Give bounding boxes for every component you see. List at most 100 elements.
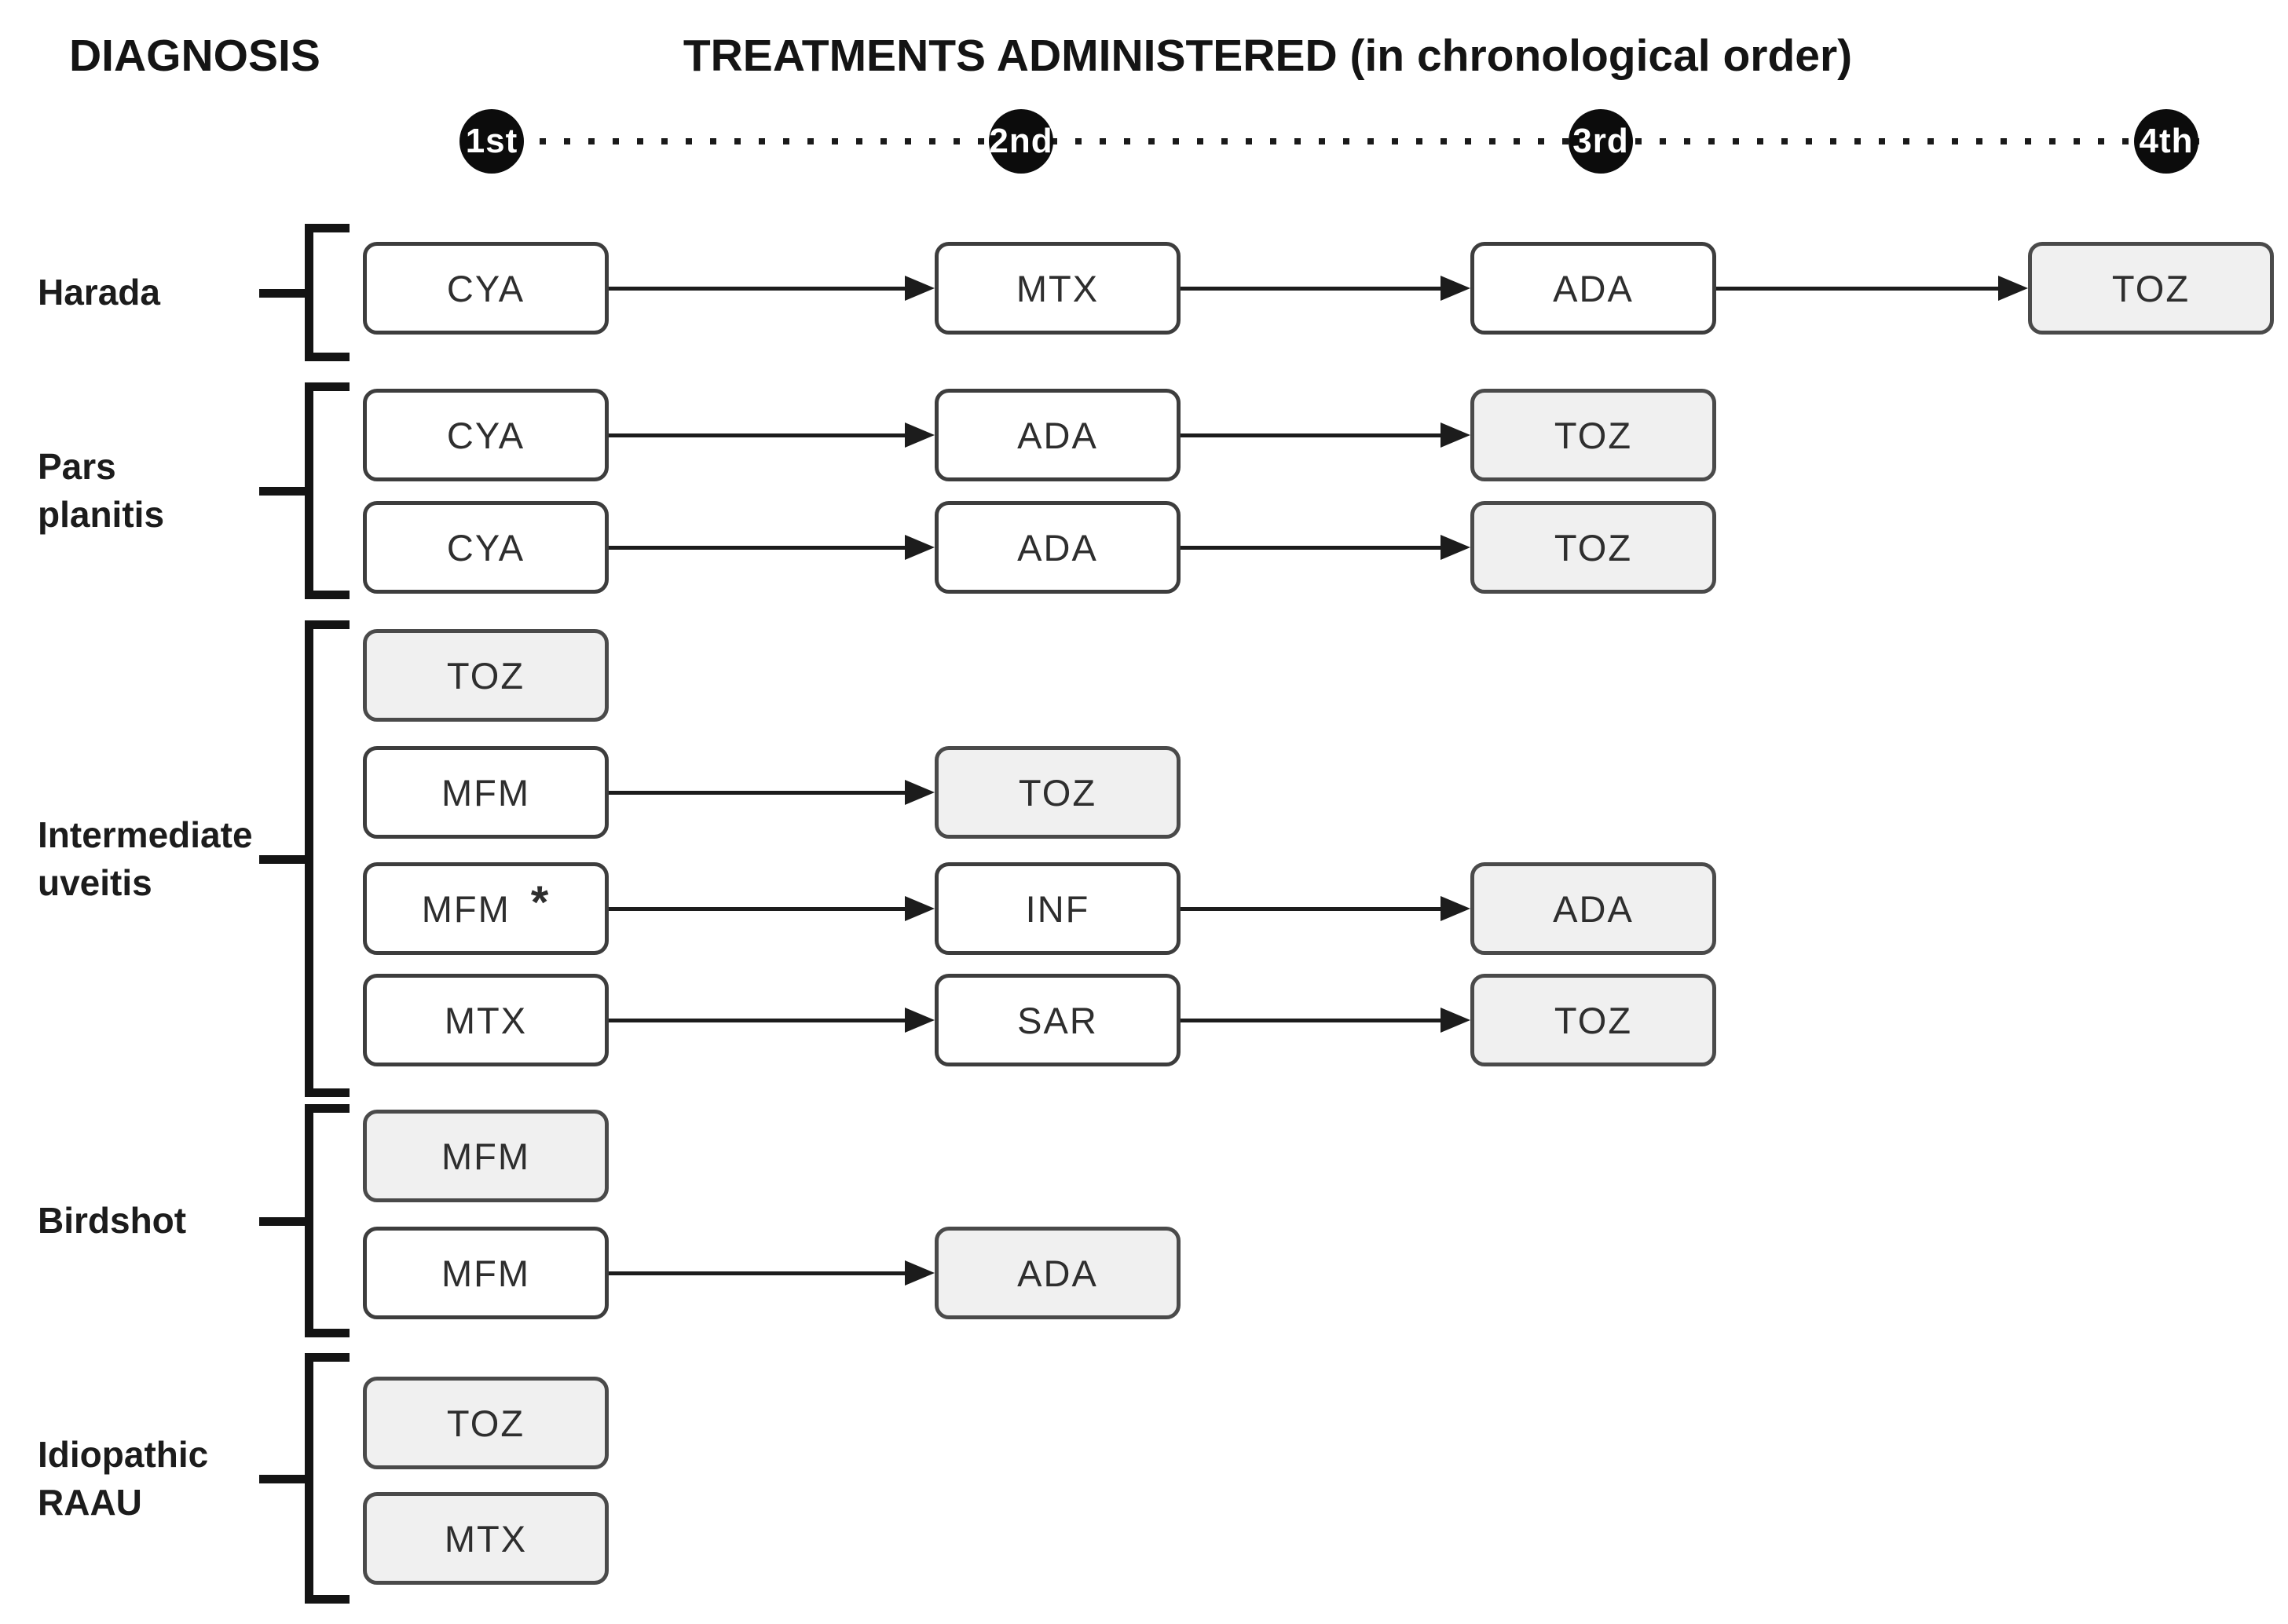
treatment-label: ADA: [1553, 887, 1634, 930]
arrow-head: [905, 1008, 935, 1033]
section-label-line: Intermediate: [38, 814, 253, 855]
arrow-head: [1441, 535, 1470, 560]
arrow-head: [905, 535, 935, 560]
diagnosis-heading: DIAGNOSIS: [69, 31, 320, 81]
treatment-label: MFM: [441, 1252, 530, 1294]
treatment-box-toz: TOZ: [1470, 389, 1716, 481]
treatment-box-sar: SAR: [935, 974, 1181, 1066]
treatment-label: CYA: [446, 526, 525, 569]
milestone-label: 3rd: [1572, 122, 1629, 160]
section-label-line: Harada: [38, 272, 160, 313]
section-bracket: [305, 620, 350, 1097]
treatment-box-mtx: MTX: [363, 974, 609, 1066]
treatment-box-ada: ADA: [1470, 862, 1716, 955]
arrow-line: [609, 1019, 906, 1022]
section-label-dash: [259, 855, 309, 864]
treatment-label: MFM: [441, 771, 530, 814]
treatment-box-toz: TOZ: [363, 629, 609, 722]
section-label-dash: [259, 289, 309, 298]
arrow-line: [609, 1271, 906, 1275]
arrow-line: [609, 791, 906, 795]
milestone-3rd: 3rd: [1569, 109, 1633, 174]
section-bracket: [305, 382, 350, 599]
section-label-birdshot: Birdshot: [38, 1197, 186, 1245]
arrow-head: [905, 896, 935, 921]
arrow-head: [905, 780, 935, 805]
section-label-dash: [259, 1475, 309, 1483]
section-label-dash: [259, 487, 309, 496]
milestone-label: 4th: [2139, 122, 2194, 160]
section-label-intermediate-uveitis: Intermediate uveitis: [38, 811, 253, 907]
asterisk-marker: *: [530, 876, 551, 928]
arrow-head: [1441, 422, 1470, 448]
milestone-1st: 1st: [459, 109, 524, 174]
milestone-4th: 4th: [2134, 109, 2198, 174]
milestone-label: 2nd: [989, 122, 1053, 160]
treatment-box-mfm: MFM *: [363, 862, 609, 955]
treatment-label: MFM: [441, 1135, 530, 1177]
treatment-label: ADA: [1017, 526, 1098, 569]
treatment-label: TOZ: [1554, 999, 1633, 1041]
treatment-label: ADA: [1017, 1252, 1098, 1294]
milestone-2nd: 2nd: [989, 109, 1053, 174]
arrow-line: [1181, 1019, 1442, 1022]
section-label-harada: Harada: [38, 269, 160, 316]
treatment-box-cya: CYA: [363, 389, 609, 481]
arrow-head: [1998, 276, 2028, 301]
section-bracket: [305, 1353, 350, 1604]
treatment-box-cya: CYA: [363, 501, 609, 594]
section-label-line: Pars: [38, 446, 116, 487]
treatment-box-ada: ADA: [935, 501, 1181, 594]
treatment-box-ada: ADA: [935, 1227, 1181, 1319]
treatment-label: TOZ: [446, 1402, 525, 1444]
arrow-line: [1181, 546, 1442, 550]
treatment-box-toz: TOZ: [1470, 974, 1716, 1066]
treatment-box-mfm: MFM: [363, 1227, 609, 1319]
treatment-label: TOZ: [2111, 267, 2191, 309]
treatments-heading: TREATMENTS ADMINISTERED (in chronologica…: [683, 31, 1853, 81]
treatment-label: TOZ: [1018, 771, 1097, 814]
treatment-box-ada: ADA: [935, 389, 1181, 481]
arrow-line: [609, 546, 906, 550]
treatment-box-toz: TOZ: [1470, 501, 1716, 594]
timeline-dotted-line: [467, 138, 2199, 144]
treatment-label: CYA: [446, 414, 525, 456]
arrow-line: [1181, 287, 1442, 291]
section-bracket: [305, 224, 350, 361]
treatment-label: INF: [1025, 887, 1090, 930]
treatment-label: MTX: [444, 999, 528, 1041]
treatment-box-mfm: MFM: [363, 1110, 609, 1202]
treatment-label: MFM: [421, 887, 511, 930]
arrow-line: [1716, 287, 2000, 291]
treatment-box-mtx: MTX: [363, 1492, 609, 1585]
treatment-box-toz: TOZ: [363, 1377, 609, 1469]
treatment-label: ADA: [1553, 267, 1634, 309]
section-label-line: RAAU: [38, 1482, 142, 1523]
treatment-label: TOZ: [1554, 414, 1633, 456]
treatment-box-mtx: MTX: [935, 242, 1181, 335]
treatment-label: TOZ: [446, 654, 525, 697]
arrow-head: [1441, 896, 1470, 921]
milestone-label: 1st: [465, 122, 518, 160]
section-label-line: Birdshot: [38, 1200, 187, 1241]
treatment-box-mfm: MFM: [363, 746, 609, 839]
treatment-label: ADA: [1017, 414, 1098, 456]
treatment-box-toz: TOZ: [2028, 242, 2274, 335]
section-label-pars-planitis: Pars planitis: [38, 443, 164, 539]
treatment-label: MTX: [1016, 267, 1100, 309]
arrow-line: [1181, 907, 1442, 911]
arrow-line: [1181, 433, 1442, 437]
arrow-head: [905, 276, 935, 301]
arrow-line: [609, 287, 906, 291]
treatment-box-inf: INF: [935, 862, 1181, 955]
section-bracket: [305, 1104, 350, 1337]
section-label-line: uveitis: [38, 862, 152, 903]
arrow-head: [1441, 1008, 1470, 1033]
treatment-label: MTX: [444, 1517, 528, 1560]
arrow-line: [609, 907, 906, 911]
section-label-line: planitis: [38, 494, 165, 535]
arrow-line: [609, 433, 906, 437]
treatment-box-ada: ADA: [1470, 242, 1716, 335]
